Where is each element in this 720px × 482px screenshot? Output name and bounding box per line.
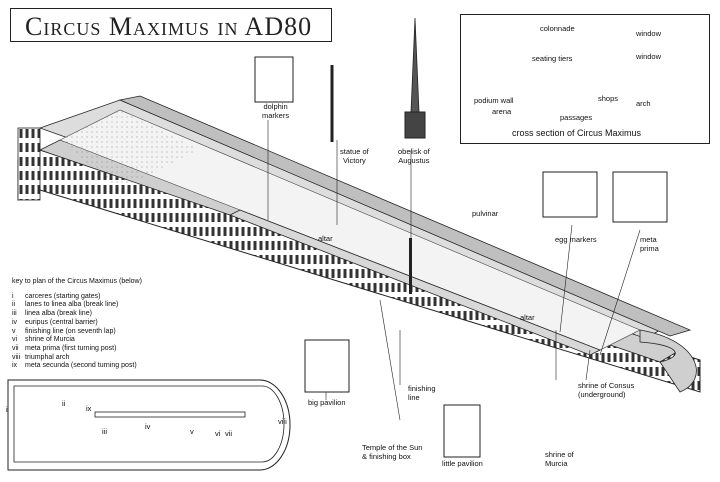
plan-label-ii: ii (62, 399, 66, 408)
key-item: vi shrine of Murcia (12, 336, 142, 345)
label-dolphin-markers: dolphin markers (262, 102, 290, 120)
label-pulvinar: pulvinar (472, 209, 499, 218)
label-obelisk: obelisk of Augustus (398, 147, 430, 165)
obelisk-marker (409, 238, 412, 294)
key-item: iii linea alba (break line) (12, 310, 142, 319)
key-item-text: carceres (starting gates) (25, 292, 101, 300)
starting-lanes (60, 110, 200, 190)
key-item-number: v (12, 327, 16, 335)
xs-window-2: window (636, 52, 662, 61)
key-item-text: lanes to linea alba (break line) (25, 301, 119, 309)
key-item-number: vi (12, 336, 18, 344)
label-meta-prima: meta prima (640, 235, 659, 253)
plan-key: key to plan of the Circus Maximus (below… (12, 278, 142, 371)
plan-label-v: v (190, 427, 194, 436)
cross-section-caption: cross section of Circus Maximus (512, 128, 642, 138)
key-item-text: finishing line (on seventh lap) (25, 327, 116, 335)
key-item: ii lanes to linea alba (break line) (12, 301, 142, 310)
plan-label-vi: vi (215, 429, 221, 438)
key-item-number: i (12, 292, 14, 300)
key-item: ix meta secunda (second turning post) (12, 362, 142, 371)
plan-label-ix: ix (86, 404, 92, 413)
big-pavilion-inset (304, 339, 350, 393)
plan-outline (7, 379, 291, 471)
key-item-number: viii (12, 353, 21, 361)
label-altar-top: altar (318, 234, 333, 243)
plan-inner (13, 385, 285, 463)
label-temple-sun: Temple of the Sun & finishing box (362, 443, 423, 461)
key-item-number: iii (12, 310, 17, 318)
xs-seating-tiers: seating tiers (532, 54, 573, 63)
cross-section-box (460, 14, 710, 144)
key-item-text: euripus (central barrier) (25, 318, 98, 326)
key-item: i carceres (starting gates) (12, 293, 142, 302)
label-little-pavilion: little pavilion (442, 459, 483, 468)
meta-inset (612, 171, 668, 223)
plan-label-vii: vii (225, 429, 233, 438)
xs-colonnade: colonnade (540, 24, 575, 33)
key-item-text: triumphal arch (25, 353, 70, 361)
far-long-stand (118, 95, 692, 337)
turning-end (639, 329, 697, 393)
euripus (229, 209, 601, 356)
label-shrine-murcia: shrine of Murcia (545, 450, 574, 468)
label-shrine-consus: shrine of Consus (underground) (578, 381, 635, 399)
little-pavilion-inset (443, 404, 481, 458)
plan-euripus (94, 411, 246, 418)
xs-window-1: window (636, 29, 662, 38)
carceres (17, 127, 41, 201)
key-item: v finishing line (on seventh lap) (12, 328, 142, 337)
key-heading: key to plan of the Circus Maximus (below… (12, 278, 142, 285)
key-item-number: iv (12, 318, 18, 326)
key-item-text: meta prima (first turning post) (25, 344, 117, 352)
key-item: vii meta prima (first turning post) (12, 345, 142, 354)
obelisk-drawing (410, 17, 420, 113)
dolphin-inset (254, 56, 294, 103)
title-box: Circus Maximus in AD80 (10, 8, 332, 42)
xs-shops: shops (598, 94, 619, 103)
plan-label-iv: iv (145, 422, 151, 431)
xs-passages: passages (560, 113, 593, 122)
label-altar-right: altar (520, 313, 535, 322)
label-egg-markers: egg markers (555, 235, 597, 244)
obelisk-base (404, 111, 426, 139)
key-item: iv euripus (central barrier) (12, 319, 142, 328)
key-item-number: vii (12, 344, 19, 352)
key-item-number: ii (12, 301, 16, 309)
key-item-number: ix (12, 362, 18, 370)
key-item-text: shrine of Murcia (25, 336, 75, 344)
key-item-text: linea alba (break line) (25, 310, 92, 318)
label-statue-victory: statue of Victory (340, 147, 369, 165)
xs-arena: arena (492, 107, 512, 116)
xs-arch: arch (636, 99, 651, 108)
key-item-text: meta secunda (second turning post) (25, 362, 137, 370)
plan-label-i: i (6, 405, 8, 414)
plan-label-viii: viii (278, 417, 287, 426)
xs-podium-wall: podium wall (474, 96, 514, 105)
key-item: viii triumphal arch (12, 354, 142, 363)
label-big-pavilion: big pavilion (308, 398, 346, 407)
label-finishing-line: finishing line (408, 384, 436, 402)
page-title: Circus Maximus in AD80 (25, 12, 313, 41)
plan-label-iii: iii (102, 427, 107, 436)
egg-inset (542, 171, 598, 218)
